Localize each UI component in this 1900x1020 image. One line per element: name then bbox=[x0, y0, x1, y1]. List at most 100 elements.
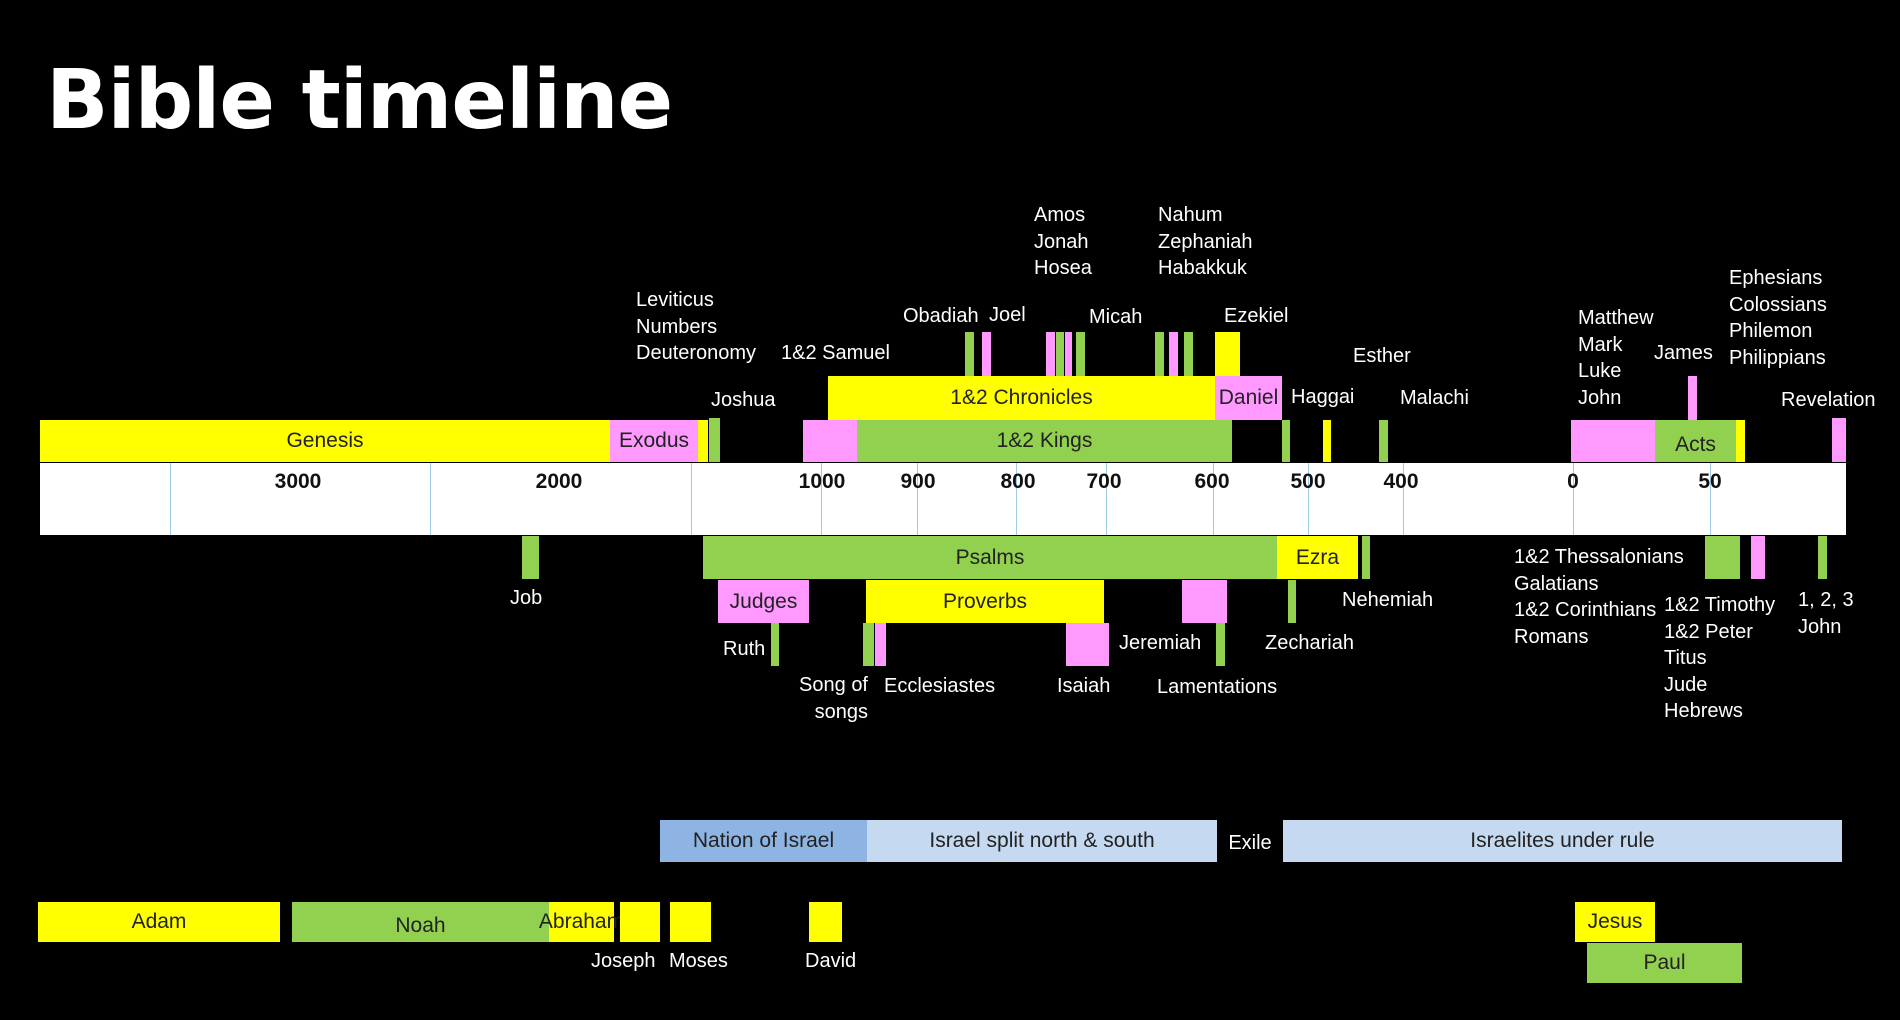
label-pauline-epistles: 1&2 Thessalonians Galatians 1&2 Corinthi… bbox=[1514, 546, 1684, 648]
label-joel: Joel bbox=[989, 304, 1026, 326]
axis-tick-label: 2000 bbox=[535, 470, 583, 493]
axis-gridline bbox=[170, 463, 171, 535]
label-jeremiah: Jeremiah bbox=[1119, 632, 1202, 654]
bar-ezra: Ezra bbox=[1277, 536, 1358, 579]
bar-leviticus-numbers-deuteronomy bbox=[698, 420, 708, 462]
bar-micah bbox=[1076, 332, 1085, 376]
label-esther: Esther bbox=[1353, 345, 1411, 367]
timeline-axis: 3000 2000 1000 900 800 700 600 500 400 0… bbox=[40, 463, 1846, 535]
bar-gospels bbox=[1571, 420, 1655, 462]
bar-proverbs: Proverbs bbox=[866, 580, 1104, 623]
page-title: Bible timeline bbox=[46, 53, 673, 148]
axis-gridline bbox=[1213, 463, 1214, 535]
label-ezekiel: Ezekiel bbox=[1224, 305, 1289, 327]
label-1-2-samuel: 1&2 Samuel bbox=[781, 342, 890, 364]
axis-gridline bbox=[1106, 463, 1107, 535]
label-ecclesiastes: Ecclesiastes bbox=[884, 675, 996, 697]
label-nahum-zephaniah-habakkuk: Nahum Zephaniah Habakkuk bbox=[1158, 204, 1253, 279]
period-israelites-under-rule: Israelites under rule bbox=[1283, 820, 1842, 862]
axis-gridline bbox=[430, 463, 431, 535]
label-malachi: Malachi bbox=[1400, 387, 1469, 409]
axis-tick-label: 50 bbox=[1698, 470, 1722, 493]
bar-zechariah bbox=[1288, 580, 1296, 623]
axis-tick-label: 800 bbox=[1000, 470, 1036, 493]
axis-tick-label: 400 bbox=[1383, 470, 1419, 493]
period-exile: Exile bbox=[1228, 832, 1272, 854]
axis-tick-label: 600 bbox=[1194, 470, 1230, 493]
bar-lamentations bbox=[1216, 623, 1225, 666]
bar-daniel: Daniel bbox=[1215, 376, 1282, 420]
bar-revelation bbox=[1832, 418, 1846, 462]
bar-1-2-chronicles: 1&2 Chronicles bbox=[828, 376, 1215, 420]
axis-gridline bbox=[1710, 463, 1711, 535]
bar-prison-epistles bbox=[1736, 420, 1745, 462]
label-micah: Micah bbox=[1089, 306, 1143, 328]
label-james: James bbox=[1654, 342, 1713, 364]
person-david: David bbox=[805, 950, 857, 972]
axis-tick-label: 1000 bbox=[798, 470, 846, 493]
bar-pastoral-epistles-2 bbox=[1751, 536, 1765, 579]
label-lamentations: Lamentations bbox=[1157, 676, 1278, 698]
bar-pastoral-general-epistles bbox=[1705, 536, 1740, 579]
axis-gridline bbox=[1403, 463, 1404, 535]
axis-gridline bbox=[917, 463, 918, 535]
bar-song-of-songs bbox=[863, 623, 874, 666]
bar-1-2-3-john bbox=[1818, 536, 1827, 579]
bar-amos bbox=[1046, 332, 1055, 376]
bar-1-2-kings: 1&2 Kings bbox=[857, 420, 1232, 462]
label-leviticus-numbers-deuteronomy: Leviticus Numbers Deuteronomy bbox=[636, 289, 757, 364]
label-nehemiah: Nehemiah bbox=[1342, 589, 1434, 611]
axis-gridline bbox=[1016, 463, 1017, 535]
bar-genesis: Genesis bbox=[40, 420, 610, 462]
bar-nahum bbox=[1155, 332, 1164, 376]
axis-tick-label: 3000 bbox=[274, 470, 322, 493]
person-abraham: Abraham bbox=[539, 902, 624, 942]
bar-jeremiah bbox=[1182, 580, 1227, 623]
person-paul: Paul bbox=[1587, 943, 1742, 983]
label-song-of-songs: Song of songs bbox=[799, 674, 868, 723]
bar-obadiah bbox=[965, 332, 974, 376]
bar-nehemiah bbox=[1362, 536, 1370, 579]
person-joseph: Joseph bbox=[591, 950, 656, 972]
bar-joseph bbox=[620, 902, 660, 942]
label-timothy-peter-titus-jude-hebrews: 1&2 Timothy 1&2 Peter Titus Jude Hebrews bbox=[1664, 594, 1776, 722]
label-obadiah: Obadiah bbox=[903, 305, 979, 327]
axis-tick-label: 500 bbox=[1290, 470, 1326, 493]
label-revelation: Revelation bbox=[1781, 389, 1876, 411]
bar-ecclesiastes bbox=[875, 623, 886, 666]
label-ruth: Ruth bbox=[723, 638, 766, 660]
period-nation-of-israel: Nation of Israel bbox=[660, 820, 867, 862]
bar-david bbox=[809, 902, 842, 942]
axis-gridline bbox=[821, 463, 822, 535]
label-ephesians-colossians-philemon-philippians: Ephesians Colossians Philemon Philippian… bbox=[1729, 267, 1827, 369]
bar-judges: Judges bbox=[718, 580, 809, 623]
label-matthew-mark-luke-john: Matthew Mark Luke John bbox=[1578, 307, 1654, 409]
axis-tick-label: 700 bbox=[1086, 470, 1122, 493]
label-1-2-3-john: 1, 2, 3 John bbox=[1798, 589, 1854, 638]
label-haggai: Haggai bbox=[1291, 386, 1355, 408]
bar-zephaniah bbox=[1169, 332, 1178, 376]
person-adam: Adam bbox=[38, 902, 280, 942]
period-israel-split: Israel split north & south bbox=[867, 820, 1217, 862]
bar-psalms: Psalms bbox=[703, 536, 1277, 579]
label-amos-jonah-hosea: Amos Jonah Hosea bbox=[1034, 204, 1092, 279]
label-job: Job bbox=[510, 587, 543, 609]
bar-jonah bbox=[1056, 332, 1064, 376]
axis-gridline bbox=[1308, 463, 1309, 535]
bar-isaiah bbox=[1066, 623, 1109, 666]
bar-james bbox=[1688, 376, 1697, 420]
bar-1-2-samuel bbox=[803, 420, 857, 462]
axis-gridline bbox=[691, 463, 692, 535]
bar-malachi bbox=[1379, 420, 1388, 462]
person-moses: Moses bbox=[669, 950, 728, 972]
bar-joshua bbox=[709, 418, 720, 462]
axis-tick-label: 900 bbox=[900, 470, 936, 493]
axis-gridline bbox=[1573, 463, 1574, 535]
bar-ruth bbox=[771, 623, 779, 666]
bar-joel bbox=[982, 332, 991, 376]
bar-exodus: Exodus bbox=[610, 420, 698, 462]
bar-ezekiel bbox=[1215, 332, 1240, 376]
person-jesus: Jesus bbox=[1575, 902, 1655, 942]
label-joshua: Joshua bbox=[711, 389, 776, 411]
